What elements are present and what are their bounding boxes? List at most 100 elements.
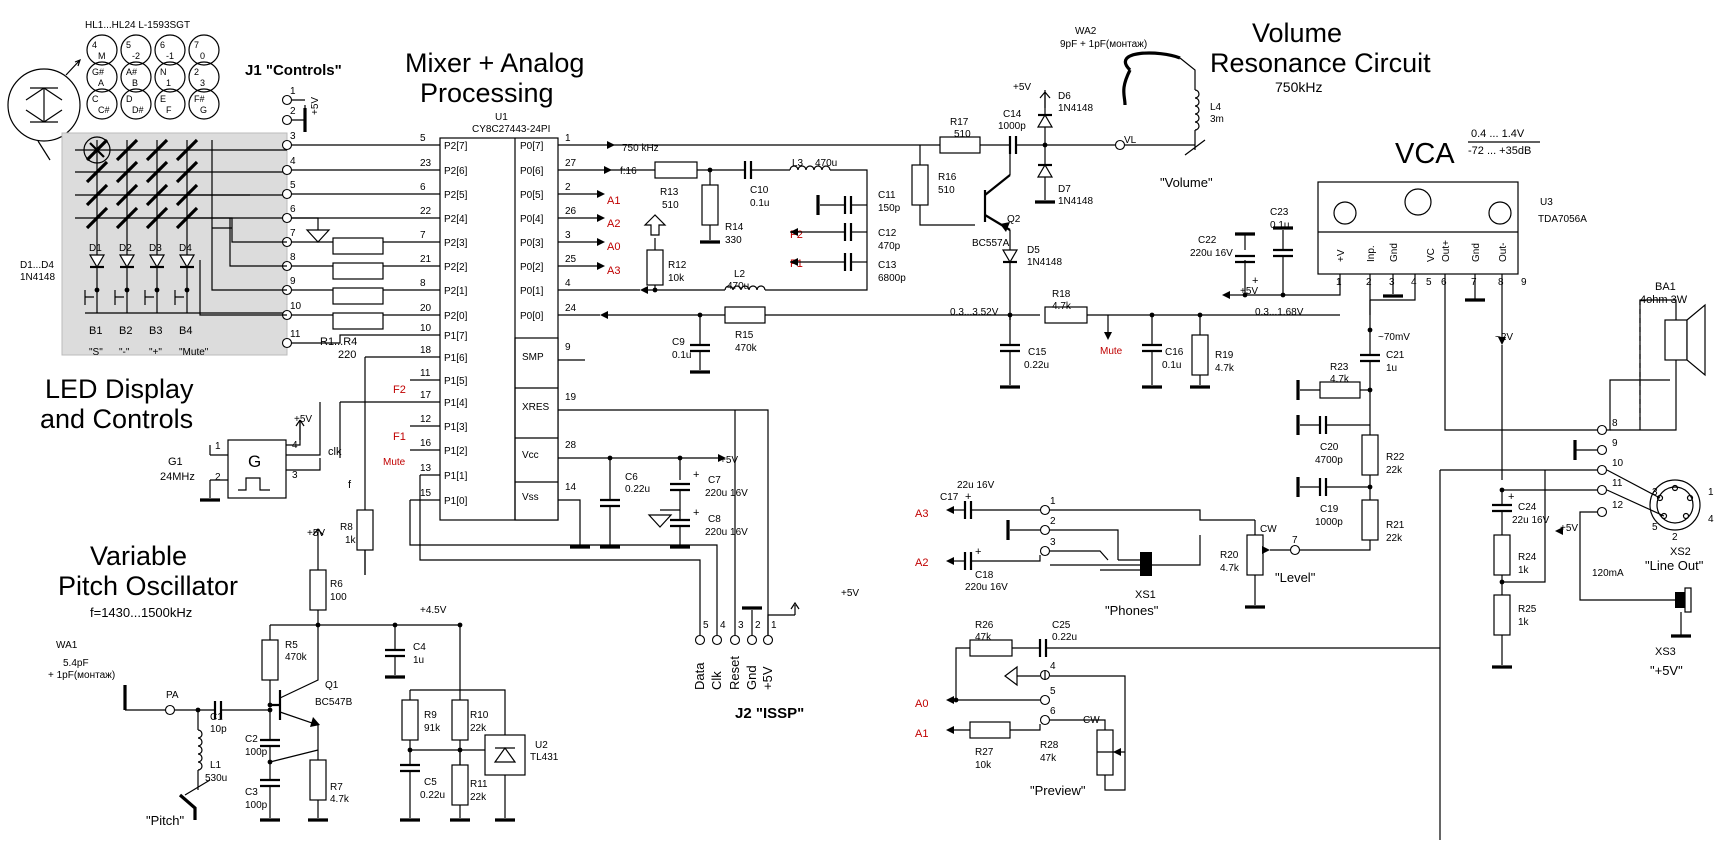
j2-pin <box>746 634 758 646</box>
r5-ref: R5 <box>285 640 298 651</box>
xs2-pin: 2 <box>1672 532 1678 543</box>
button-label: "+" <box>149 347 162 358</box>
c17-value: 22u 16V <box>957 480 995 491</box>
c8-value: 220u 16V <box>705 527 748 538</box>
u1-pin-name: P2[6] <box>444 166 468 177</box>
r18-value: 4.7k <box>1052 301 1072 312</box>
r5-value: 470k <box>285 652 308 663</box>
led-cell <box>154 61 186 93</box>
c10-value: 0.1u <box>750 198 769 209</box>
u1-pin-name: P2[1] <box>444 286 468 297</box>
r12-value: 10k <box>668 273 685 284</box>
u3-pin-name: Out+ <box>1441 240 1452 262</box>
j1-pin-number: 3 <box>290 131 296 142</box>
u1-pin-name: P0[5] <box>520 190 544 201</box>
u3-hole-center <box>1404 188 1432 216</box>
label-750khz: 750 kHz <box>622 143 659 154</box>
r28-value: 47k <box>1040 753 1057 764</box>
led-cell-top: 4 <box>92 40 97 50</box>
c9-value: 0.1u <box>672 350 691 361</box>
label-supply-d6: +5V <box>1013 82 1031 93</box>
xs2-pin: 5 <box>1652 522 1658 533</box>
r17-ref: R17 <box>950 117 969 128</box>
label-vin: 0.3...1.68V <box>1255 307 1304 318</box>
r6-value: 100 <box>330 592 347 603</box>
u1-pin-number: 6 <box>420 182 426 193</box>
led-cell-top: D <box>126 94 133 104</box>
title-resonance-line1: Volume <box>1252 18 1342 48</box>
led-symbol-icon <box>7 68 81 142</box>
wa1-value: 5.4pF <box>63 658 89 669</box>
l1-ref: L1 <box>210 760 222 771</box>
u1-pin-name: P0[4] <box>520 214 544 225</box>
jm-pin-number: 1 <box>1050 496 1056 507</box>
label-a2: A2 <box>607 218 620 230</box>
r13-ref: R13 <box>660 187 679 198</box>
j2-pin-number: 3 <box>738 620 744 631</box>
j2-pin-number: 1 <box>771 620 777 631</box>
led-cell-bottom: B <box>132 78 138 88</box>
pa-terminal <box>164 704 176 716</box>
c2-value: 100p <box>245 747 268 758</box>
label-supply-45: +4.5V <box>420 605 447 616</box>
c21-ref: C21 <box>1386 350 1405 361</box>
u1-ref: U1 <box>495 112 508 123</box>
u1-pin-number: 14 <box>565 482 577 493</box>
c18-plus: + <box>975 546 981 558</box>
u2-body <box>484 734 526 776</box>
q2-ref: Q2 <box>1007 214 1021 225</box>
u1-pin-name: P0[2] <box>520 262 544 273</box>
r27-value: 10k <box>975 760 992 771</box>
u1-pin-name: P2[4] <box>444 214 468 225</box>
u3-hole-right <box>1488 201 1512 225</box>
u1-pin-number: 21 <box>420 254 432 265</box>
r12-ref: R12 <box>668 260 687 271</box>
c6-ref: C6 <box>625 472 638 483</box>
label-supply-xs3: +5V <box>1560 523 1578 534</box>
r8-ref: R8 <box>340 522 353 533</box>
j1-pin-number: 2 <box>290 106 296 117</box>
wa2-ref: WA2 <box>1075 26 1097 37</box>
control-preview: "Preview" <box>1030 783 1086 798</box>
u3-pin-number: 7 <box>1471 277 1477 288</box>
j2-pin-name: Data <box>692 662 707 690</box>
label-70mv: ~70mV <box>1378 332 1410 343</box>
led-cell-top: A# <box>126 67 137 77</box>
jr-pin <box>1596 444 1608 456</box>
j2-pin-name: Gnd <box>744 665 759 690</box>
r8-value: 1k <box>345 535 357 546</box>
xs1-ref: XS1 <box>1135 589 1156 601</box>
jr-pin <box>1596 484 1608 496</box>
button-ref: B4 <box>179 325 192 337</box>
r13-value: 510 <box>662 200 679 211</box>
j2-pin-name: Reset <box>727 656 742 690</box>
r21-value: 22k <box>1386 533 1403 544</box>
u3-body <box>1317 181 1519 275</box>
diode-label: D1 <box>89 243 102 254</box>
led-cell <box>154 34 186 66</box>
r14-ref: R14 <box>725 222 744 233</box>
c5-value: 0.22u <box>420 790 445 801</box>
j1-pin-number: 10 <box>290 301 302 312</box>
r27-ref: R27 <box>975 747 994 758</box>
u3-pin-number: 1 <box>1336 277 1342 288</box>
r15-ref: R15 <box>735 330 754 341</box>
g1-ref: G1 <box>168 456 183 468</box>
jm-pin <box>1039 524 1051 536</box>
r20-ref: R20 <box>1220 550 1239 561</box>
c14-ref: C14 <box>1003 109 1022 120</box>
led-cell-bottom: 1 <box>166 78 171 88</box>
label-a1: A1 <box>607 195 620 207</box>
led-cell-bottom: -2 <box>132 51 140 61</box>
r16-value: 510 <box>938 185 955 196</box>
c5-ref: C5 <box>424 777 437 788</box>
r19-value: 4.7k <box>1215 363 1235 374</box>
c7-ref: C7 <box>708 475 721 486</box>
u1-pin-number: 20 <box>420 303 432 314</box>
c15-ref: C15 <box>1028 347 1047 358</box>
j1-pin-number: 11 <box>290 329 301 340</box>
level-terminal <box>1289 544 1301 556</box>
c19-value: 1000p <box>1315 517 1343 528</box>
l4-value: 3m <box>1210 114 1224 125</box>
l1-value: 530u <box>205 773 227 784</box>
